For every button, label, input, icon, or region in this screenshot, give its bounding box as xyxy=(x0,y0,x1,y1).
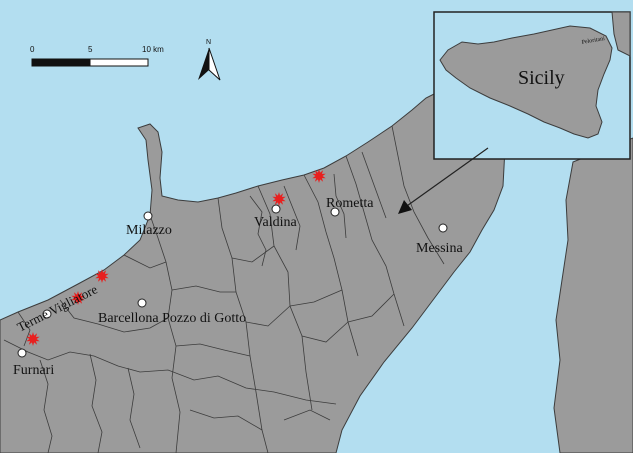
red-star-icon xyxy=(272,192,286,206)
label-barcellona: Barcellona Pozzo di Gotto xyxy=(98,311,246,326)
inset-map: Sicily Peloritani xyxy=(433,11,631,160)
scale-tick-10: 10 km xyxy=(142,45,164,54)
label-valdina: Valdina xyxy=(254,215,298,230)
north-arrow-icon: N xyxy=(198,39,221,81)
town-dot-icon xyxy=(42,309,52,319)
inset-pointer-arrow xyxy=(398,147,489,214)
scale-bar: 0 5 10 km xyxy=(30,45,164,67)
town-dot-icon xyxy=(137,298,147,308)
town-dot-icon xyxy=(143,211,153,221)
municipal-borders xyxy=(3,125,445,453)
red-star-icon xyxy=(26,332,40,346)
inset-sicily-shape xyxy=(439,25,613,139)
red-star-icon xyxy=(71,291,85,305)
site-markers xyxy=(26,169,326,346)
north-arrow-label: N xyxy=(206,39,211,46)
calabria-land xyxy=(553,137,633,453)
land-mass xyxy=(0,91,506,453)
label-rometta: Rometta xyxy=(326,196,374,211)
scale-tick-0: 0 xyxy=(30,45,35,54)
label-messina: Messina xyxy=(416,241,463,256)
town-dot-icon xyxy=(330,207,340,217)
town-dot-icon xyxy=(17,348,27,358)
red-star-icon xyxy=(312,169,326,183)
red-star-icon xyxy=(95,269,109,283)
town-dot-icon xyxy=(271,204,281,214)
town-dot-icon xyxy=(438,223,448,233)
label-furnari: Furnari xyxy=(13,363,54,378)
town-markers xyxy=(17,204,448,358)
inset-calabria-shape xyxy=(611,11,631,57)
label-milazzo: Milazzo xyxy=(126,223,172,238)
inset-label-peloritani: Peloritani xyxy=(581,36,605,46)
scale-tick-5: 5 xyxy=(88,45,93,54)
inset-label-sicily: Sicily xyxy=(518,67,565,89)
